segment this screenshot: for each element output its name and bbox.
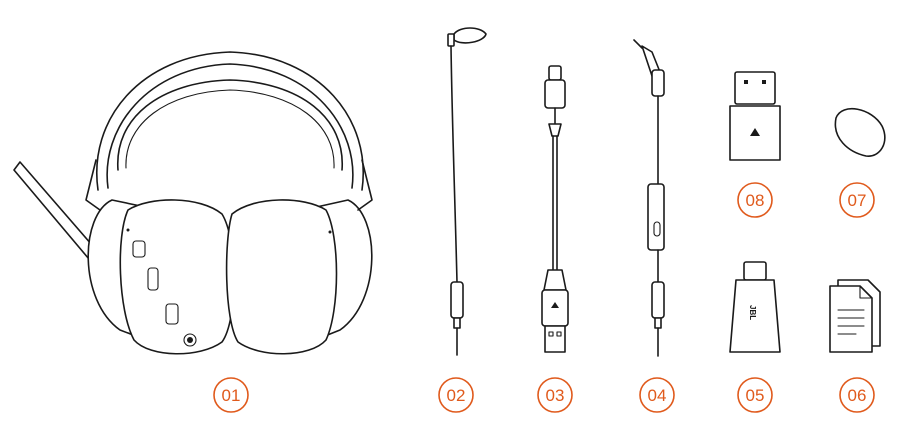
usb-dongle-icon: JBL (729, 261, 781, 353)
badge-circle (839, 377, 875, 413)
boom-microphone-icon (447, 27, 487, 356)
badge-circle (839, 182, 875, 218)
badge-07: 07 (839, 182, 875, 218)
badge-03: 03 (537, 377, 573, 413)
left-cup-buttons (126, 228, 197, 347)
badge-circle (537, 377, 573, 413)
documents-icon (829, 279, 881, 353)
badge-05: 05 (737, 377, 773, 413)
badge-08: 08 (737, 182, 773, 218)
jbl-logo: JBL (748, 305, 757, 320)
badge-circle (438, 377, 474, 413)
badge-01: 01 (213, 377, 249, 413)
badge-number: 05 (746, 386, 765, 405)
windscreen-foam-icon (834, 108, 886, 157)
badge-number: 01 (222, 386, 241, 405)
badge-number: 07 (848, 191, 867, 210)
badge-number: 06 (848, 386, 867, 405)
badge-number: 03 (546, 386, 565, 405)
badge-circle (737, 377, 773, 413)
badge-06: 06 (839, 377, 875, 413)
usb-cable-icon (541, 65, 569, 353)
badge-number: 02 (447, 386, 466, 405)
badge-04: 04 (639, 377, 675, 413)
usb-adapter-icon (729, 71, 781, 161)
badge-02: 02 (438, 377, 474, 413)
badge-number: 08 (746, 191, 765, 210)
badge-circle (213, 377, 249, 413)
audio-cable-icon (633, 39, 665, 357)
number-badges: 01 02 03 04 05 06 07 08 (213, 182, 875, 413)
badge-circle (639, 377, 675, 413)
badge-circle (737, 182, 773, 218)
headset-icon (13, 51, 373, 355)
badge-number: 04 (648, 386, 667, 405)
